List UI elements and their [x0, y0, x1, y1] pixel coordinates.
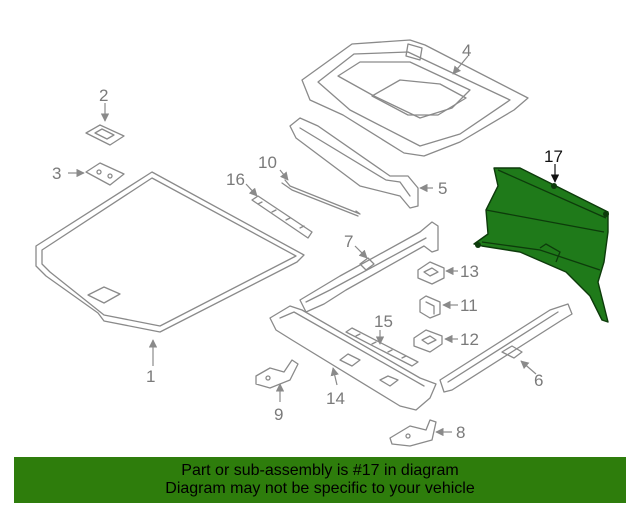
- part-10-rod: [279, 169, 361, 217]
- callout-12: 12: [460, 330, 479, 349]
- part-14-reinforcement: [269, 305, 437, 411]
- banner-line-2: Diagram may not be specific to your vehi…: [165, 480, 475, 497]
- callout-9: 9: [274, 405, 283, 424]
- callout-10: 10: [258, 153, 277, 172]
- part-16-strip: [245, 183, 313, 239]
- part-9-bracket: [255, 359, 299, 402]
- part-17-partition-cover: [473, 164, 609, 323]
- part-3-bracket: [68, 162, 125, 186]
- part-11-bracket: [419, 295, 458, 319]
- part-2-clip: [85, 103, 125, 146]
- part-4-storage-tray: [301, 39, 529, 157]
- part-15-strip: [345, 327, 419, 367]
- callout-7: 7: [344, 232, 353, 251]
- part-13-bracket: [417, 261, 458, 285]
- parts-diagram: 1 2 3 4 5 6 7 8 9 10 11 12 13 14 15 16 1…: [35, 39, 609, 447]
- part-6-rail: [439, 303, 573, 393]
- part-12-bracket: [413, 329, 458, 353]
- callout-13: 13: [460, 262, 479, 281]
- banner-line-1: Part or sub-assembly is #17 in diagram: [181, 462, 459, 479]
- callout-6: 6: [534, 371, 543, 390]
- callout-5: 5: [438, 179, 447, 198]
- part-5-trim-panel: [289, 117, 433, 209]
- callout-3: 3: [52, 164, 61, 183]
- callout-8: 8: [456, 423, 465, 442]
- part-8-bracket: [389, 419, 452, 447]
- part-1-cargo-floor-panel: [35, 171, 305, 366]
- callout-4: 4: [462, 41, 471, 60]
- callout-15: 15: [374, 312, 393, 331]
- callout-14: 14: [326, 389, 345, 408]
- callout-16: 16: [226, 170, 245, 189]
- info-banner: Part or sub-assembly is #17 in diagram D…: [14, 457, 626, 503]
- callout-1: 1: [146, 367, 155, 386]
- callout-2: 2: [99, 86, 108, 105]
- callout-17: 17: [544, 147, 563, 166]
- callout-11: 11: [460, 296, 478, 315]
- part-7-crossmember: [299, 221, 439, 313]
